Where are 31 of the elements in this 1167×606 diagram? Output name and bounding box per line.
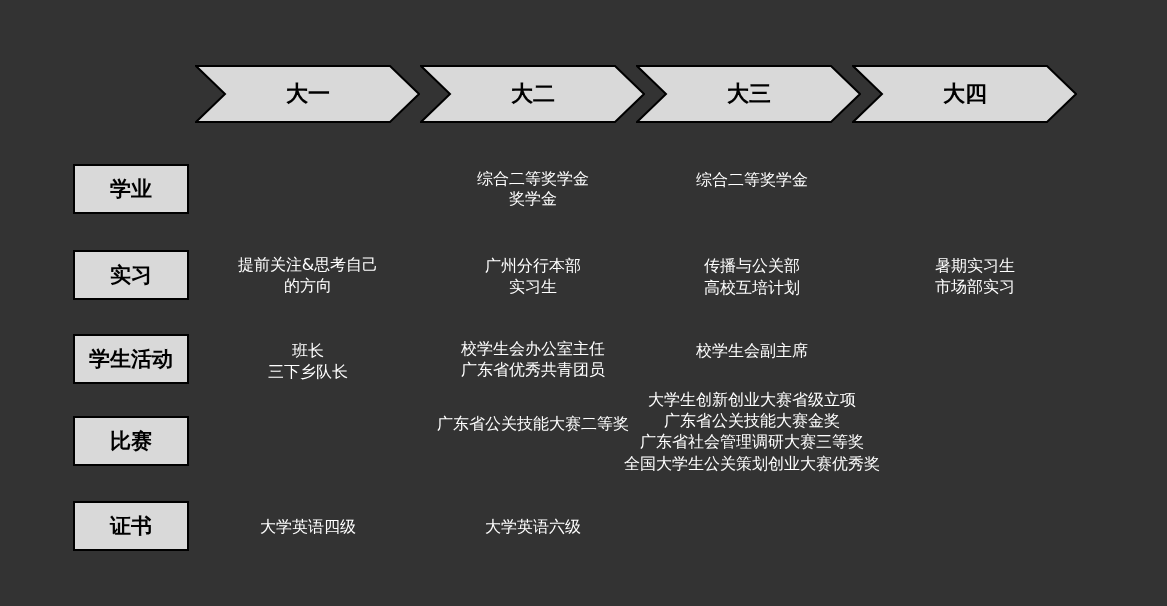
year-banner: 大三	[636, 65, 861, 123]
cell-text: 高校互培计划	[704, 276, 800, 298]
row-header: 比赛	[73, 416, 189, 466]
cell-text: 综合二等奖学金	[696, 168, 808, 190]
row-header: 证书	[73, 501, 189, 551]
cell-text: 大学英语六级	[485, 515, 581, 537]
row-header: 实习	[73, 250, 189, 300]
cell-text: 校学生会办公室主任	[461, 337, 605, 359]
cell-text: 校学生会副主席	[696, 339, 808, 361]
row-header: 学业	[73, 164, 189, 214]
cell-text: 传播与公关部	[704, 254, 800, 276]
cell-text: 大学生创新创业大赛省级立项	[648, 388, 856, 410]
cell-text: 三下乡队长	[268, 360, 348, 382]
cell-text: 实习生	[509, 275, 557, 297]
cell-text: 大学英语四级	[260, 515, 356, 537]
cell-text: 班长	[292, 339, 324, 361]
cell-text: 广东省公关技能大赛二等奖	[437, 412, 629, 434]
year-banner: 大四	[852, 65, 1077, 123]
cell-text: 市场部实习	[935, 275, 1015, 297]
cell-text: 全国大学生公关策划创业大赛优秀奖	[624, 452, 880, 474]
cell-text: 提前关注&思考自己的方向	[236, 254, 380, 296]
cell-text: 广东省社会管理调研大赛三等奖	[640, 430, 864, 452]
row-header: 学生活动	[73, 334, 189, 384]
cell-text: 广州分行本部	[485, 254, 581, 276]
cell-text: 广东省优秀共青团员	[461, 358, 605, 380]
year-banner: 大一	[195, 65, 420, 123]
cell-text: 暑期实习生	[935, 254, 1015, 276]
cell-text: 广东省公关技能大赛金奖	[664, 409, 840, 431]
year-banner: 大二	[420, 65, 645, 123]
cell-text: 综合二等奖学金	[477, 167, 589, 189]
cell-text: 奖学金	[509, 187, 557, 209]
